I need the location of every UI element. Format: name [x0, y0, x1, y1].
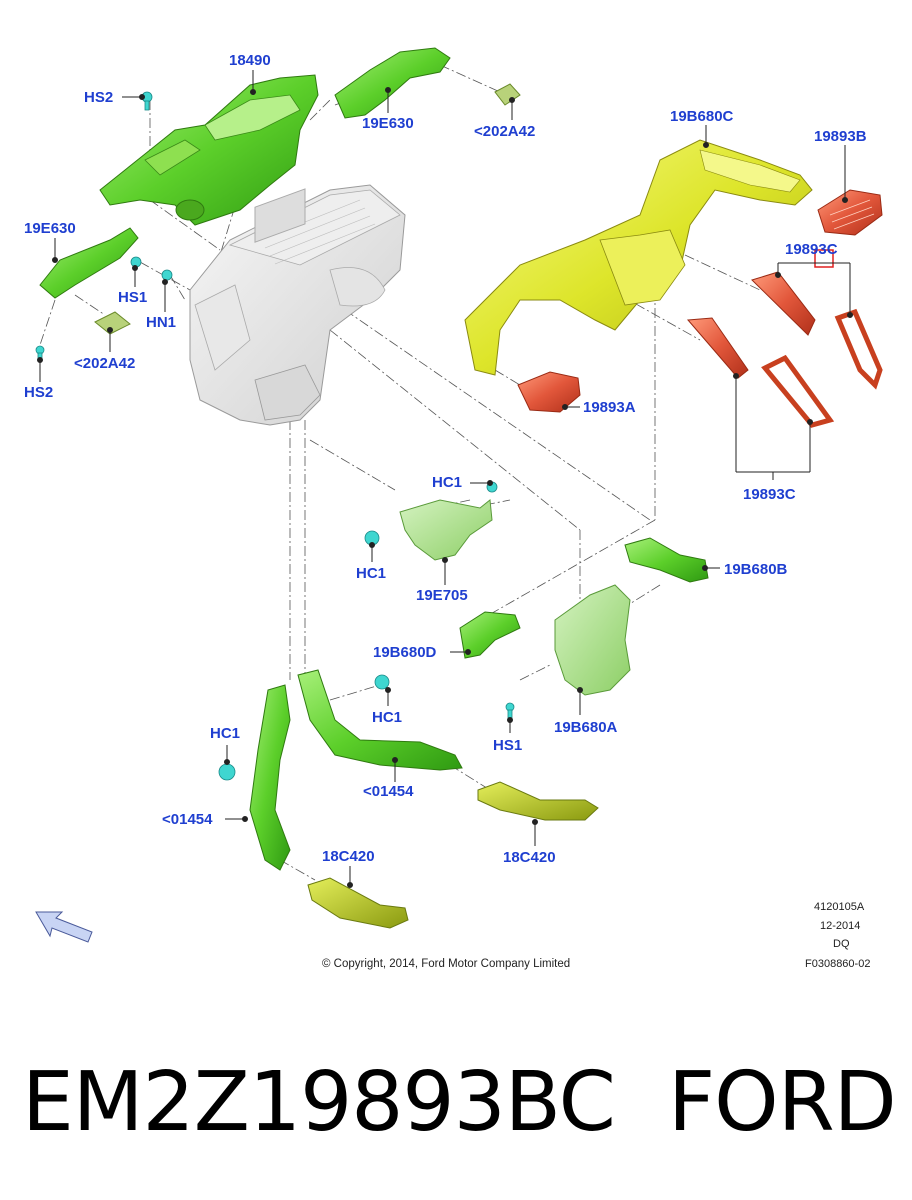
- duct-19b680c: [464, 139, 813, 376]
- duct-19e630-left: [39, 227, 139, 299]
- callout-202a42-top: <202A42: [474, 123, 536, 140]
- duct-19b680d: [459, 611, 521, 659]
- duct-01454-left: [249, 684, 291, 871]
- meta-ref: 4120105A: [814, 901, 865, 913]
- callout-19893c-bottom: 19893C: [743, 486, 796, 503]
- callout-19e630-top: 19E630: [362, 115, 414, 132]
- callout-hc1-lower: HC1: [372, 709, 403, 726]
- callout-hs1-lower: HS1: [493, 737, 523, 754]
- callout-19893a: 19893A: [583, 399, 636, 416]
- duct-18490: [99, 74, 319, 226]
- brand-name: FORD: [668, 1055, 897, 1150]
- duct-19b680a: [554, 584, 631, 696]
- callout-hc1-mid: HC1: [432, 474, 463, 491]
- duct-18c420-left: [307, 877, 409, 929]
- clip-202a42-left: [94, 311, 131, 335]
- parts-diagram: 18490 HS2 19E630 <202A42 19E630 HS1 HN1 …: [24, 47, 883, 970]
- vent-19893b: [817, 189, 883, 236]
- duct-19e630-top: [334, 47, 451, 119]
- meta-code: DQ: [833, 938, 850, 950]
- callout-19893c-top: 19893C: [785, 241, 838, 258]
- leader-lines: [37, 70, 853, 888]
- callout-hn1: HN1: [146, 314, 177, 331]
- duct-19b680b: [624, 537, 709, 583]
- callout-19893b: 19893B: [814, 128, 867, 145]
- callout-202a42-left: <202A42: [74, 355, 136, 372]
- callout-18c420-right: 18C420: [503, 849, 556, 866]
- vent-19893c-group: [686, 271, 883, 428]
- meta-date: 12-2014: [820, 920, 861, 932]
- callout-19b680d: 19B680D: [373, 644, 437, 661]
- hvac-unit: [189, 184, 406, 426]
- callout-01454-left: <01454: [162, 811, 213, 828]
- callout-19b680b: 19B680B: [724, 561, 788, 578]
- callout-19e705: 19E705: [416, 587, 468, 604]
- callout-hs1-left: HS1: [118, 289, 148, 306]
- diagram-drawing: [35, 47, 883, 943]
- highlight-box: [814, 249, 834, 268]
- fasteners: [35, 91, 515, 781]
- construction-lines: [39, 64, 761, 881]
- callout-19b680a: 19B680A: [554, 719, 618, 736]
- callout-01454-mid: <01454: [363, 783, 414, 800]
- callout-hc1-left: HC1: [356, 565, 387, 582]
- callout-18490: 18490: [229, 52, 271, 69]
- duct-01454-mid: [297, 669, 463, 771]
- callout-19e630-left: 19E630: [24, 220, 76, 237]
- orientation-arrow-icon: [35, 911, 93, 943]
- copyright-notice: © Copyright, 2014, Ford Motor Company Li…: [322, 958, 571, 970]
- callout-hs2-top: HS2: [84, 89, 114, 106]
- vent-19893a: [517, 371, 581, 413]
- meta-figure: F0308860-02: [805, 958, 871, 970]
- duct-18c420-right: [477, 781, 599, 821]
- callout-19b680c: 19B680C: [670, 108, 734, 125]
- clip-202a42-top: [494, 83, 521, 106]
- callout-hs2-left: HS2: [24, 384, 54, 401]
- duct-19e705: [399, 499, 493, 561]
- part-number: EM2Z19893BC: [22, 1055, 616, 1150]
- callout-hc1-far: HC1: [210, 725, 241, 742]
- callout-18c420-left: 18C420: [322, 848, 375, 865]
